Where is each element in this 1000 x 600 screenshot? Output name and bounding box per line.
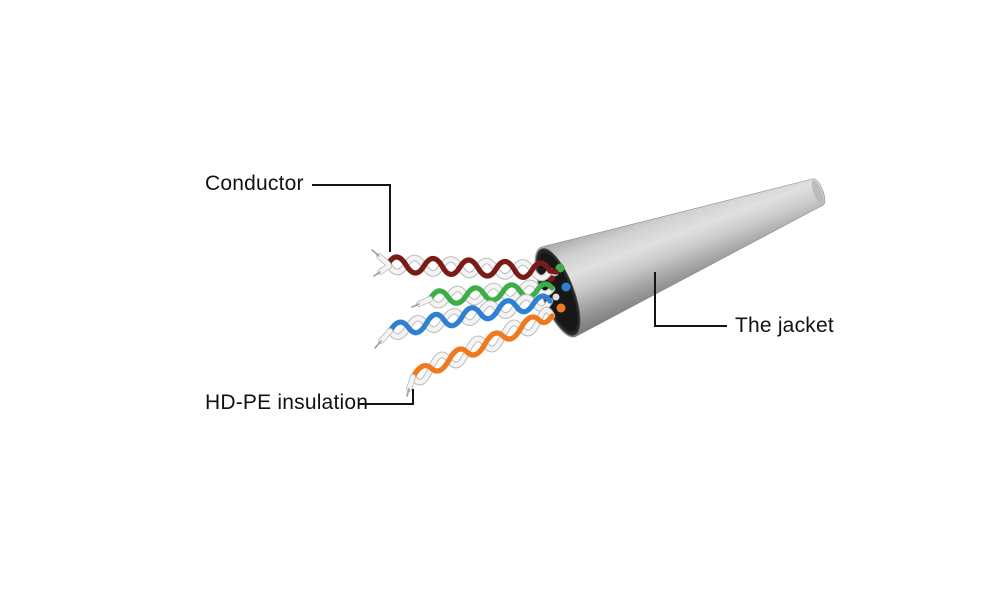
green-wire — [427, 281, 555, 306]
twisted-pair-green — [411, 279, 556, 309]
brown-wire — [385, 254, 559, 280]
face-wire-blue — [561, 282, 571, 292]
jacket-tip-cap — [811, 180, 824, 204]
brown-pair-white-wire — [385, 255, 558, 281]
conductor-leader-line — [312, 184, 391, 252]
green-pair-insulation-stub — [416, 296, 433, 307]
jacket-group — [534, 178, 826, 338]
twisted-pair-orange — [406, 306, 556, 397]
insulation-leader-line — [358, 389, 414, 405]
jacket-leader-line — [654, 272, 727, 327]
orange-pair-conductor-tip — [406, 388, 410, 397]
jacket-label: The jacket — [735, 314, 834, 337]
face-wire-white — [552, 293, 560, 301]
blue-pair-conductor-tip — [374, 340, 382, 349]
conductor-label: Conductor — [205, 172, 304, 195]
green-pair-conductor-tip — [411, 303, 420, 308]
face-wire-orange — [556, 303, 566, 313]
blue-pair-insulation-stub — [378, 328, 393, 344]
blue-wire — [387, 293, 553, 336]
blue-pair-white-wire — [387, 295, 553, 339]
orange-wire — [410, 313, 555, 380]
insulation-label: HD-PE insulation — [205, 391, 369, 414]
brown-pair-insulation-stubs — [376, 253, 392, 275]
leader-lines — [312, 184, 727, 405]
twisted-pair-brown — [371, 249, 559, 282]
twisted-pair-blue — [374, 293, 554, 349]
orange-pair-insulation-stub — [406, 374, 416, 392]
brown-pair-conductor-tips — [371, 249, 381, 277]
